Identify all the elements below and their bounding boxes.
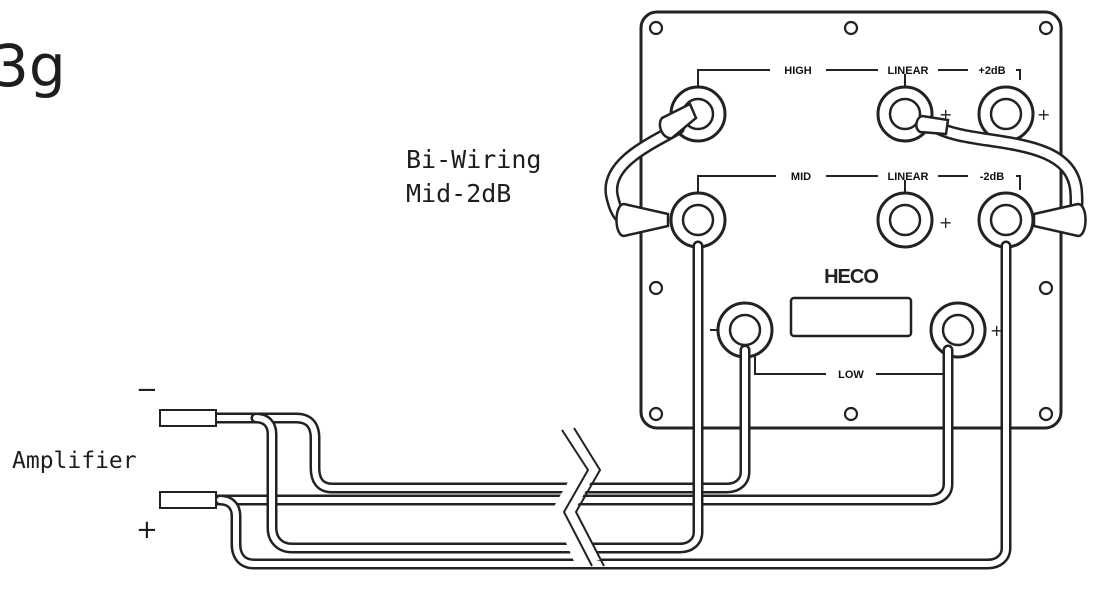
mount-hole-bottom-right — [1038, 406, 1054, 422]
terminal-label-low: LOW — [838, 369, 864, 381]
mount-hole-mid-left — [648, 280, 664, 296]
jumper-cable-right — [915, 114, 1087, 238]
terminal-label-plus-2db: +2dB — [978, 65, 1005, 77]
annotation-biwiring: Bi-Wiring — [406, 145, 541, 174]
mount-hole-mid-right — [1038, 280, 1054, 296]
speaker-cables — [166, 240, 1012, 570]
terminal-linear-mid — [876, 191, 934, 249]
mount-hole-top-right — [1038, 20, 1054, 36]
label-window — [789, 296, 913, 338]
plus-mark-plus-2db: + — [1037, 105, 1050, 124]
brand-logo: HECO — [824, 266, 878, 288]
terminal-low-left — [716, 301, 774, 359]
amplifier-label: Amplifier — [12, 448, 137, 474]
terminal-label-high: HIGH — [784, 65, 812, 77]
terminal-label-mid: MID — [791, 171, 811, 183]
terminal-minus-2db — [977, 191, 1035, 249]
mount-hole-top-mid — [843, 20, 859, 36]
plus-mark-linear-mid: + — [939, 213, 952, 232]
terminal-mid — [669, 191, 727, 249]
terminal-plus-2db — [977, 85, 1035, 143]
amplifier-minus-sign: − — [136, 375, 158, 405]
annotation-mid-minus-2db: Mid-2dB — [406, 179, 511, 208]
terminal-label-linear-mid: LINEAR — [888, 171, 929, 183]
mount-hole-bottom-left — [648, 406, 664, 422]
terminal-low-right — [929, 301, 987, 359]
partial-label: 3g — [0, 32, 66, 100]
mount-hole-top-left — [648, 20, 664, 36]
jumper-cable-left — [604, 102, 698, 238]
terminal-label-minus-2db: -2dB — [980, 171, 1005, 183]
mount-hole-bottom-mid — [843, 406, 859, 422]
terminal-label-linear-top: LINEAR — [888, 65, 929, 77]
amplifier-plus-sign: + — [136, 515, 158, 545]
cable-break-mark — [552, 426, 605, 567]
amplifier-wire-ends — [159, 409, 217, 509]
plus-mark-low: + — [990, 321, 1003, 340]
